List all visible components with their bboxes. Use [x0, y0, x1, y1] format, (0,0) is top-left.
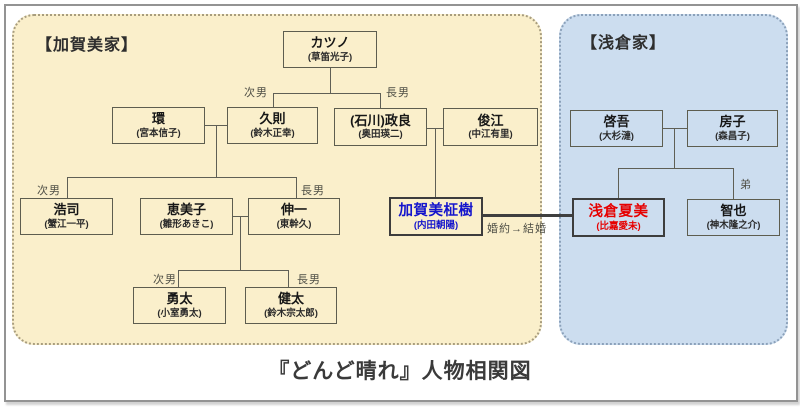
connector-line [178, 270, 289, 271]
relation-label-second-son: 次男 [244, 87, 268, 99]
person-name: (石川)政良 [350, 112, 411, 128]
kagami-family-title: 【加賀美家】 [36, 37, 139, 54]
person-name: 浅倉夏美 [588, 203, 649, 220]
person-actor: (蟹江一平) [44, 218, 89, 230]
person-actor: (雛形あきこ) [159, 218, 214, 230]
person-name: 加賀美柾樹 [398, 202, 474, 219]
person-actor: (内田朝陽) [413, 219, 459, 231]
person-actor: (鈴木正幸) [250, 127, 295, 139]
person-name: 勇太 [166, 291, 193, 307]
connector-line [296, 177, 297, 198]
connector-line [330, 68, 331, 93]
connector-line [618, 168, 619, 199]
person-box-masayoshi: (石川)政良 (奥田瑛二) [334, 108, 427, 146]
person-box-kenta: 健太 (鈴木宗太郎) [245, 287, 337, 324]
asakura-family-panel [559, 14, 788, 345]
connector-line [216, 125, 217, 177]
person-actor: (比嘉愛未) [596, 220, 641, 232]
person-name: 久則 [259, 111, 286, 127]
connector-line [67, 177, 297, 178]
relation-label-eldest-son: 長男 [297, 274, 321, 286]
person-name: 浩司 [53, 202, 80, 218]
relation-label-engagement: 婚約→結婚 [487, 223, 547, 235]
connector-line [240, 216, 241, 270]
connector-line [273, 93, 381, 94]
person-name: 俊江 [477, 112, 504, 128]
page-title: 『どんど晴れ』人物相関図 [268, 360, 532, 383]
person-box-tomoya: 智也 (神木隆之介) [687, 199, 780, 236]
person-box-tamaki: 環 (宮本信子) [112, 107, 205, 144]
relation-label-younger-brother: 弟 [740, 179, 752, 191]
person-box-koji: 浩司 (蟹江一平) [20, 198, 113, 235]
connector-line [178, 270, 179, 287]
person-actor: (大杉漣) [599, 130, 634, 142]
person-actor: (草笛光子) [307, 51, 353, 63]
person-actor: (小室勇太) [157, 307, 202, 319]
person-actor: (鈴木宗太郎) [264, 307, 318, 319]
person-name: 健太 [277, 291, 304, 307]
connector-line [435, 128, 436, 198]
person-name: 房子 [719, 114, 746, 130]
person-name: 環 [151, 111, 165, 127]
person-actor: (神木隆之介) [706, 219, 761, 231]
connector-line [674, 128, 675, 168]
person-actor: (宮本信子) [136, 127, 181, 139]
marriage-line [663, 128, 687, 129]
person-box-hisanori: 久則 (鈴木正幸) [227, 107, 318, 144]
connector-line [273, 93, 274, 107]
person-box-katsuno: カツノ (草笛光子) [283, 31, 377, 68]
person-box-masaki: 加賀美柾樹 (内田朝陽) [389, 197, 483, 236]
person-actor: (奥田瑛二) [358, 129, 403, 141]
engagement-marriage-line [483, 214, 572, 217]
person-actor: (森昌子) [715, 130, 750, 142]
person-box-toshie: 俊江 (中江有里) [443, 108, 538, 146]
person-actor: (中江有里) [468, 129, 513, 141]
connector-line [288, 270, 289, 287]
connector-line [67, 177, 68, 198]
person-name: 啓吾 [603, 114, 630, 130]
person-box-keigo: 啓吾 (大杉漣) [570, 110, 663, 147]
person-name: 智也 [720, 203, 747, 219]
asakura-family-title: 【浅倉家】 [581, 35, 667, 52]
person-box-shinichi: 伸一 (東幹久) [248, 198, 340, 235]
person-actor: (東幹久) [276, 218, 312, 230]
relation-label-second-son: 次男 [153, 274, 177, 286]
relation-label-eldest-son: 長男 [386, 87, 410, 99]
person-box-natsumi: 浅倉夏美 (比嘉愛未) [572, 198, 665, 237]
person-box-fusako: 房子 (森昌子) [687, 110, 778, 147]
connector-line [733, 168, 734, 199]
person-box-yuta: 勇太 (小室勇太) [133, 287, 226, 324]
connector-line [618, 168, 734, 169]
person-box-emiko: 恵美子 (雛形あきこ) [140, 198, 233, 235]
person-name: カツノ [310, 35, 350, 51]
person-name: 恵美子 [166, 202, 206, 218]
relation-label-second-son: 次男 [37, 185, 61, 197]
connector-line [380, 93, 381, 108]
person-name: 伸一 [280, 202, 307, 218]
relation-label-eldest-son: 長男 [301, 185, 325, 197]
